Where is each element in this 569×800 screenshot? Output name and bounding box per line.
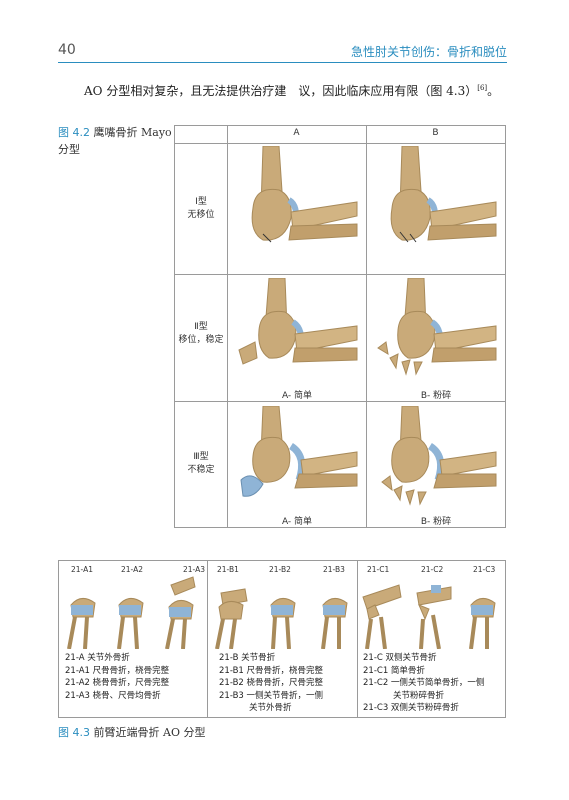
ao-code-c3: 21-C3 bbox=[473, 565, 496, 574]
elbow-illustration-2a bbox=[238, 278, 358, 365]
column-header-a: A bbox=[293, 128, 300, 138]
reference-marker: [6] bbox=[477, 84, 488, 92]
page-number: 40 bbox=[58, 42, 76, 58]
ao-line: 21-B1 尺骨骨折，桡骨完整 bbox=[219, 665, 324, 676]
ao-line: 关节粉碎骨折 bbox=[393, 690, 445, 701]
ao-description-b: 21-B 关节骨折 21-B1 尺骨骨折，桡骨完整 21-B2 桡骨骨折，尺骨完… bbox=[219, 652, 323, 715]
ao-line: 21-A 关节外骨折 bbox=[65, 653, 130, 663]
caption-text: 前臂近端骨折 AO 分型 bbox=[93, 726, 206, 739]
panel-divider bbox=[357, 561, 358, 717]
row-desc: 不稳定 bbox=[187, 465, 215, 475]
ao-line: 21-C 双侧关节骨折 bbox=[363, 653, 437, 663]
ao-code-a2: 21-A2 bbox=[121, 565, 143, 574]
row-desc: 无移位 bbox=[187, 210, 215, 220]
ao-line: 21-A3 桡骨、尺骨均骨折 bbox=[65, 690, 161, 701]
row-type: Ⅱ型 bbox=[194, 322, 208, 332]
ao-code-a3: 21-A3 bbox=[183, 565, 205, 574]
elbow-illustration-2b bbox=[377, 278, 497, 376]
figure-number: 图 4.2 bbox=[58, 126, 90, 139]
subtype-label-2a: A- 简单 bbox=[281, 391, 313, 401]
row-label-type-2: Ⅱ型 移位，稳定 bbox=[175, 321, 227, 347]
column-header-b: B bbox=[432, 128, 439, 138]
ao-code-b1: 21-B1 bbox=[217, 565, 239, 574]
row-desc: 移位，稳定 bbox=[178, 335, 224, 345]
table-divider bbox=[227, 126, 228, 527]
elbow-illustration-3a bbox=[240, 406, 358, 497]
ao-line: 21-C3 双侧关节粉碎骨折 bbox=[363, 703, 459, 713]
ao-line: 21-B 关节骨折 bbox=[219, 653, 276, 663]
figure-4-2-caption: 图 4.2 鹰嘴骨折 Mayo 分型 bbox=[58, 124, 172, 158]
row-label-type-1: Ⅰ型 无移位 bbox=[175, 196, 227, 222]
elbow-illustration-1b bbox=[390, 146, 497, 243]
panel-divider bbox=[207, 561, 208, 717]
ao-code-c1: 21-C1 bbox=[367, 565, 390, 574]
ao-illustrations-a bbox=[67, 576, 196, 649]
ao-line: 21-A1 尺骨骨折，桡骨完整 bbox=[65, 665, 170, 676]
running-header: 急性肘关节创伤：骨折和脱位 bbox=[350, 45, 507, 59]
header-rule bbox=[58, 62, 507, 63]
ao-code-b2: 21-B2 bbox=[269, 565, 291, 574]
ao-line: 21-C1 简单骨折 bbox=[363, 665, 425, 676]
figure-number: 图 4.3 bbox=[58, 726, 90, 739]
caption-line-2: 分型 bbox=[58, 143, 80, 156]
ao-classification-panel: 21-A1 21-A2 21-A3 21-A 关节外骨折 21-A1 尺骨骨折，… bbox=[58, 560, 506, 718]
ao-illustrations-b bbox=[215, 588, 348, 649]
ao-line: 关节外骨折 bbox=[249, 703, 292, 713]
ao-line: 21-B3 一侧关节骨折，一侧 bbox=[219, 690, 324, 701]
body-sentence: AO 分型相对复杂，且无法提供治疗建 议，因此临床应用有限（图 4.3） bbox=[84, 84, 478, 98]
table-divider bbox=[175, 274, 505, 275]
subtype-label-2b: B- 粉碎 bbox=[420, 391, 452, 401]
subtype-label-3a: A- 简单 bbox=[281, 517, 313, 527]
table-divider bbox=[366, 126, 367, 527]
ao-code-c2: 21-C2 bbox=[421, 565, 444, 574]
row-type: Ⅰ型 bbox=[195, 197, 207, 207]
elbow-illustration-3b bbox=[381, 406, 497, 506]
body-paragraph: AO 分型相对复杂，且无法提供治疗建 议，因此临床应用有限（图 4.3）[6]。 bbox=[84, 82, 499, 99]
ao-line: 21-A2 桡骨骨折，尺骨完整 bbox=[65, 678, 170, 688]
figure-4-3-caption: 图 4.3 前臂近端骨折 AO 分型 bbox=[58, 724, 205, 741]
table-divider bbox=[175, 143, 505, 144]
row-label-type-3: Ⅲ型 不稳定 bbox=[175, 451, 227, 477]
ao-description-a: 21-A 关节外骨折 21-A1 尺骨骨折，桡骨完整 21-A2 桡骨骨折，尺骨… bbox=[65, 652, 169, 702]
ao-illustrations-c bbox=[362, 584, 496, 649]
body-end: 。 bbox=[487, 84, 500, 98]
elbow-illustration-1a bbox=[251, 146, 358, 243]
caption-line-1: 鹰嘴骨折 Mayo bbox=[93, 126, 172, 139]
ao-line: 21-B2 桡骨骨折，尺骨完整 bbox=[219, 678, 324, 688]
row-type: Ⅲ型 bbox=[193, 452, 209, 462]
ao-code-b3: 21-B3 bbox=[323, 565, 345, 574]
mayo-classification-table: A B Ⅰ型 无移位 Ⅱ型 移位，稳定 Ⅲ型 不稳定 bbox=[174, 125, 506, 528]
ao-description-c: 21-C 双侧关节骨折 21-C1 简单骨折 21-C2 一侧关节简单骨折，一侧… bbox=[363, 652, 484, 715]
subtype-label-3b: B- 粉碎 bbox=[420, 517, 452, 527]
ao-line: 21-C2 一侧关节简单骨折，一侧 bbox=[363, 678, 485, 688]
table-divider bbox=[175, 401, 505, 402]
ao-code-a1: 21-A1 bbox=[71, 565, 93, 574]
